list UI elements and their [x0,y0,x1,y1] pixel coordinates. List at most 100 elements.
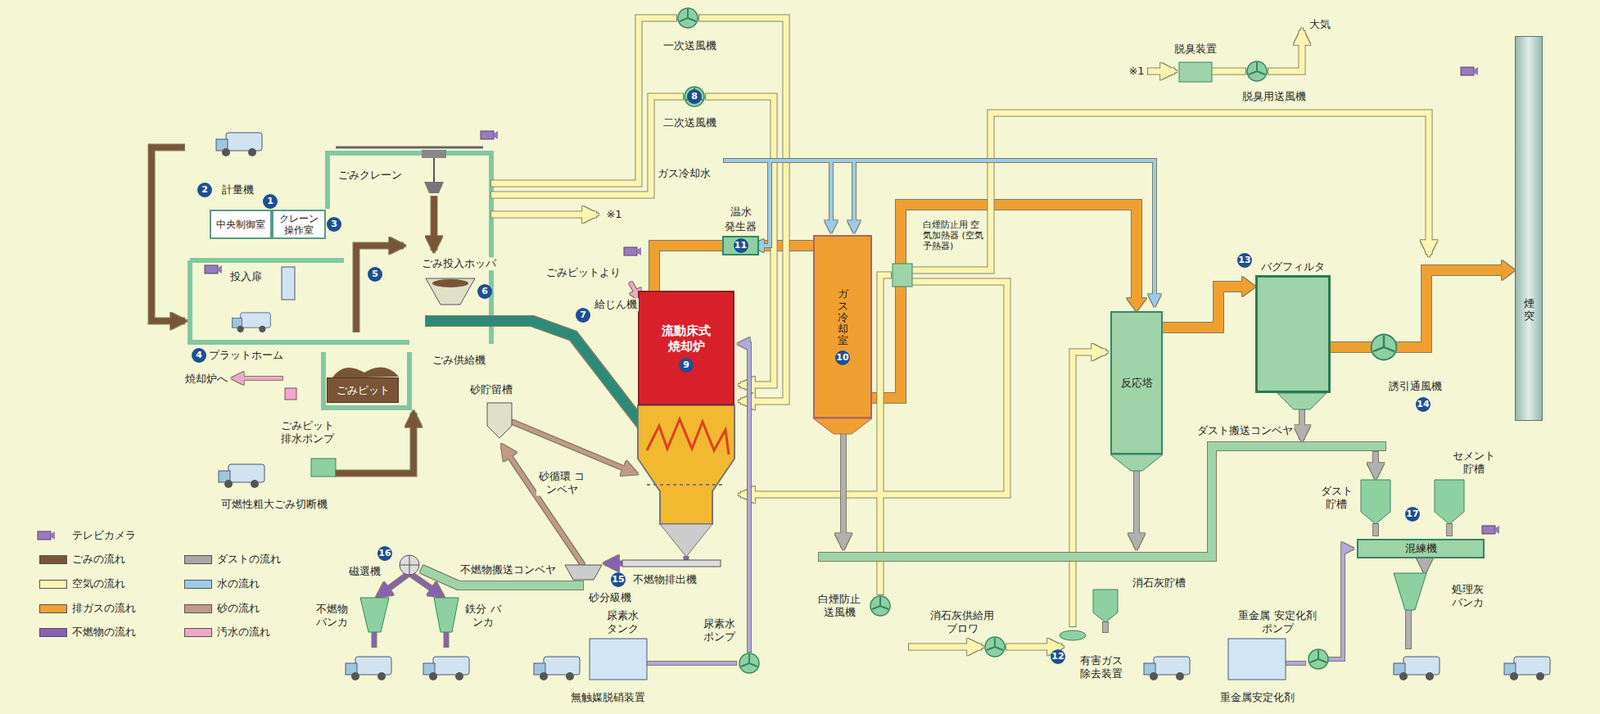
legend-swatch [184,579,213,589]
equipment-box: 流動床式 焼却炉9 [637,290,735,406]
air-duct [1072,352,1106,627]
furnace-lower [646,483,726,486]
part-label: 不燃物排出機 [631,573,699,587]
part-label: 不燃物搬送コンベヤ [458,563,558,577]
part-label: ごみ供給機 [430,353,488,367]
dust-flow [1373,451,1379,477]
magnetic-separator [399,555,420,575]
exhaust-pipe [1162,276,1256,328]
liquid-tank [1228,638,1286,680]
noncombustible-flow [378,573,410,597]
part-label: ※1 [1126,64,1146,78]
callout-number: 3 [326,216,342,232]
truck [1393,656,1440,681]
crane [335,147,484,194]
air-duct [491,212,597,218]
equipment-box: 温水 発生器11 [722,235,760,256]
refuse-flow [431,196,438,250]
air-duct [908,644,981,651]
exhaust-pipe [1162,286,1244,328]
fan-symbol [1308,649,1329,669]
callout-number: 1 [262,194,278,209]
legend-swatch [39,555,68,565]
fan-symbol [677,8,698,28]
exhaust-pipe [654,245,723,291]
legend-swatch [184,555,213,565]
fan-symbol [684,86,705,107]
truck [216,132,263,157]
part-label: 投入扉 [228,270,264,284]
legend-swatch [39,628,68,638]
furnace-lower [646,419,729,455]
part-label: 白煙防止 送風機 [813,592,865,619]
feeder-pipe [425,320,643,426]
crane [433,158,435,182]
callout-number: 16 [377,546,393,561]
part-label: ダスト 貯槽 [1316,484,1357,511]
dust-flow [1405,610,1411,649]
sand-separator [564,564,602,580]
part-label: 二次送風機 [661,116,719,130]
part-label: ごみピットより [544,266,623,280]
node-text: ガス 冷却室 [837,288,849,347]
node-text: 混練機 [1405,541,1438,556]
water-line [829,160,833,231]
cone-bottom [813,418,873,434]
furnace-lower [637,405,735,557]
callout-number: 8 [687,89,702,104]
equipment-box: 混練機 [1356,538,1485,559]
chemical-line [646,661,737,665]
arrow-head [1242,276,1256,297]
tv-camera [37,67,1500,540]
node-text: 中央制御室 [216,218,266,231]
chemical-line [1328,548,1352,660]
part-label: 白煙防止用 空気加熱器 (空気予熱器) [921,219,986,253]
dust-flow [1102,622,1108,633]
part-label: プラットホーム [207,348,285,362]
part-label: ごみピット 排水ポンプ [276,419,338,445]
air-duct [1268,31,1302,72]
legend-text: 汚水の流れ [215,624,272,640]
equipment-box: クレーン 操作室 [271,209,326,240]
sewage-flow [233,282,641,379]
crane [335,146,484,150]
part-label: ごみクレーン [336,168,404,182]
legend-text: 空気の流れ [70,576,127,592]
equipment-box: 煙突 [1514,36,1543,421]
exhaust-pipe [1330,270,1504,348]
building-outline [327,153,492,344]
liquid-tank [589,638,647,680]
part-label: 不燃物 バンカ [311,602,353,629]
feeder-pipe [425,320,643,426]
part-label: 計量機 [220,183,256,197]
sand-tank [487,402,512,439]
legend-text: ダストの流れ [215,551,283,567]
equipment-box: バグフィルタ [1255,275,1331,394]
part-label: 鉄分 バンカ [463,602,504,629]
drain-pump [284,388,297,400]
callout-number: 5 [367,266,383,282]
noncombustible-flow [372,632,377,647]
tv-camera [480,131,498,140]
part-label: 砂循環 コンベヤ [536,470,588,496]
dust-flow [1373,524,1379,536]
gas-removal-device [1059,630,1086,641]
dust-flow [1299,409,1305,439]
node-text: クレーン 操作室 [273,212,325,237]
tv-camera [1482,525,1500,534]
refuse-flow [151,147,185,321]
legend-text: 不燃物の流れ [70,624,138,640]
part-label: 給じん機 [592,298,639,312]
noncombustible-flow [409,573,443,597]
tv-camera [623,247,642,256]
storage-tank [1093,589,1118,623]
tv-camera [1460,67,1478,76]
air-heater [892,263,913,287]
part-label: セメント 貯槽 [1448,449,1500,475]
truck [423,656,470,681]
node-text: 流動床式 焼却炉 [657,323,715,355]
part-label: 尿素水 ポンプ [699,617,740,643]
refuse-pile [331,367,399,379]
part-label: ※1 [604,207,624,222]
